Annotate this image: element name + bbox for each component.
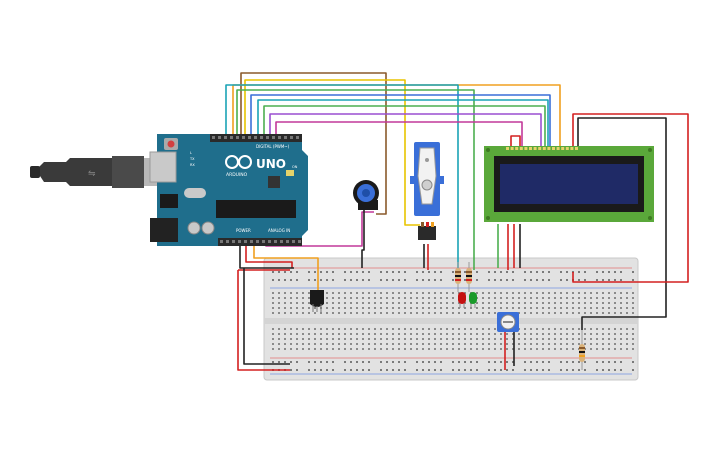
- wire-red-5v: [245, 244, 293, 268]
- resistor[interactable]: [579, 330, 585, 370]
- rx-label: RX: [190, 163, 195, 167]
- wire-black-gnd: [239, 244, 294, 269]
- analog-label: ANALOG IN: [268, 228, 290, 233]
- on-label: ON: [292, 165, 298, 169]
- lcd-screen: [500, 164, 638, 204]
- arduino-uno-board[interactable]: UNO ARDUINO DIGITAL (PWM~) POWER ANALOG …: [149, 134, 308, 246]
- servo-horn: [417, 147, 437, 205]
- wire-orange-temp: [253, 244, 319, 290]
- resistor-led-2[interactable]: [466, 262, 472, 292]
- breadboard-holes: [272, 271, 634, 371]
- wire-red-lcd-vcc: [572, 113, 689, 283]
- wire-teal-led: [225, 84, 459, 270]
- wire-teal-lcd: [257, 99, 549, 146]
- micro-servo[interactable]: [410, 142, 444, 240]
- trimmer-potentiometer[interactable]: [497, 312, 519, 332]
- wire-yellow: [244, 79, 420, 226]
- breadboard[interactable]: [263, 257, 639, 381]
- temperature-sensor[interactable]: [310, 290, 324, 312]
- digital-label: DIGITAL (PWM~): [256, 144, 290, 149]
- wire-brown: [240, 72, 387, 215]
- lcd-16x2[interactable]: [484, 146, 654, 222]
- atmega-chip: [216, 200, 296, 218]
- wire-black-pot: [361, 206, 365, 268]
- wire-green-lcd: [263, 105, 546, 146]
- l-label: L: [190, 151, 192, 155]
- wire-purple-lcd: [269, 113, 542, 146]
- brand-label: ARDUINO: [226, 172, 248, 178]
- green-led[interactable]: [469, 292, 477, 308]
- wire-blue-lcd: [250, 94, 551, 146]
- wires: [225, 72, 689, 371]
- model-label: UNO: [256, 157, 286, 171]
- usb-icon: ⇋: [88, 169, 96, 179]
- power-analog-header[interactable]: [218, 238, 302, 246]
- arduino-logo: UNO ARDUINO: [225, 155, 286, 178]
- wire-red-lcd-led: [510, 135, 521, 146]
- usb-cable[interactable]: ⇋: [30, 156, 158, 188]
- wire-red-left-rail: [237, 269, 290, 371]
- potentiometer[interactable]: [353, 180, 379, 210]
- wire-black-left-rail: [243, 268, 290, 365]
- wire-magenta-lcd: [275, 121, 523, 146]
- crystal: [184, 188, 206, 198]
- wire-green-led: [236, 89, 475, 270]
- resistor-led-1[interactable]: [455, 262, 461, 292]
- red-led[interactable]: [458, 292, 466, 308]
- wire-black-lcd-gnd: [577, 117, 667, 330]
- tx-label: TX: [189, 157, 195, 161]
- power-label: POWER: [236, 228, 251, 233]
